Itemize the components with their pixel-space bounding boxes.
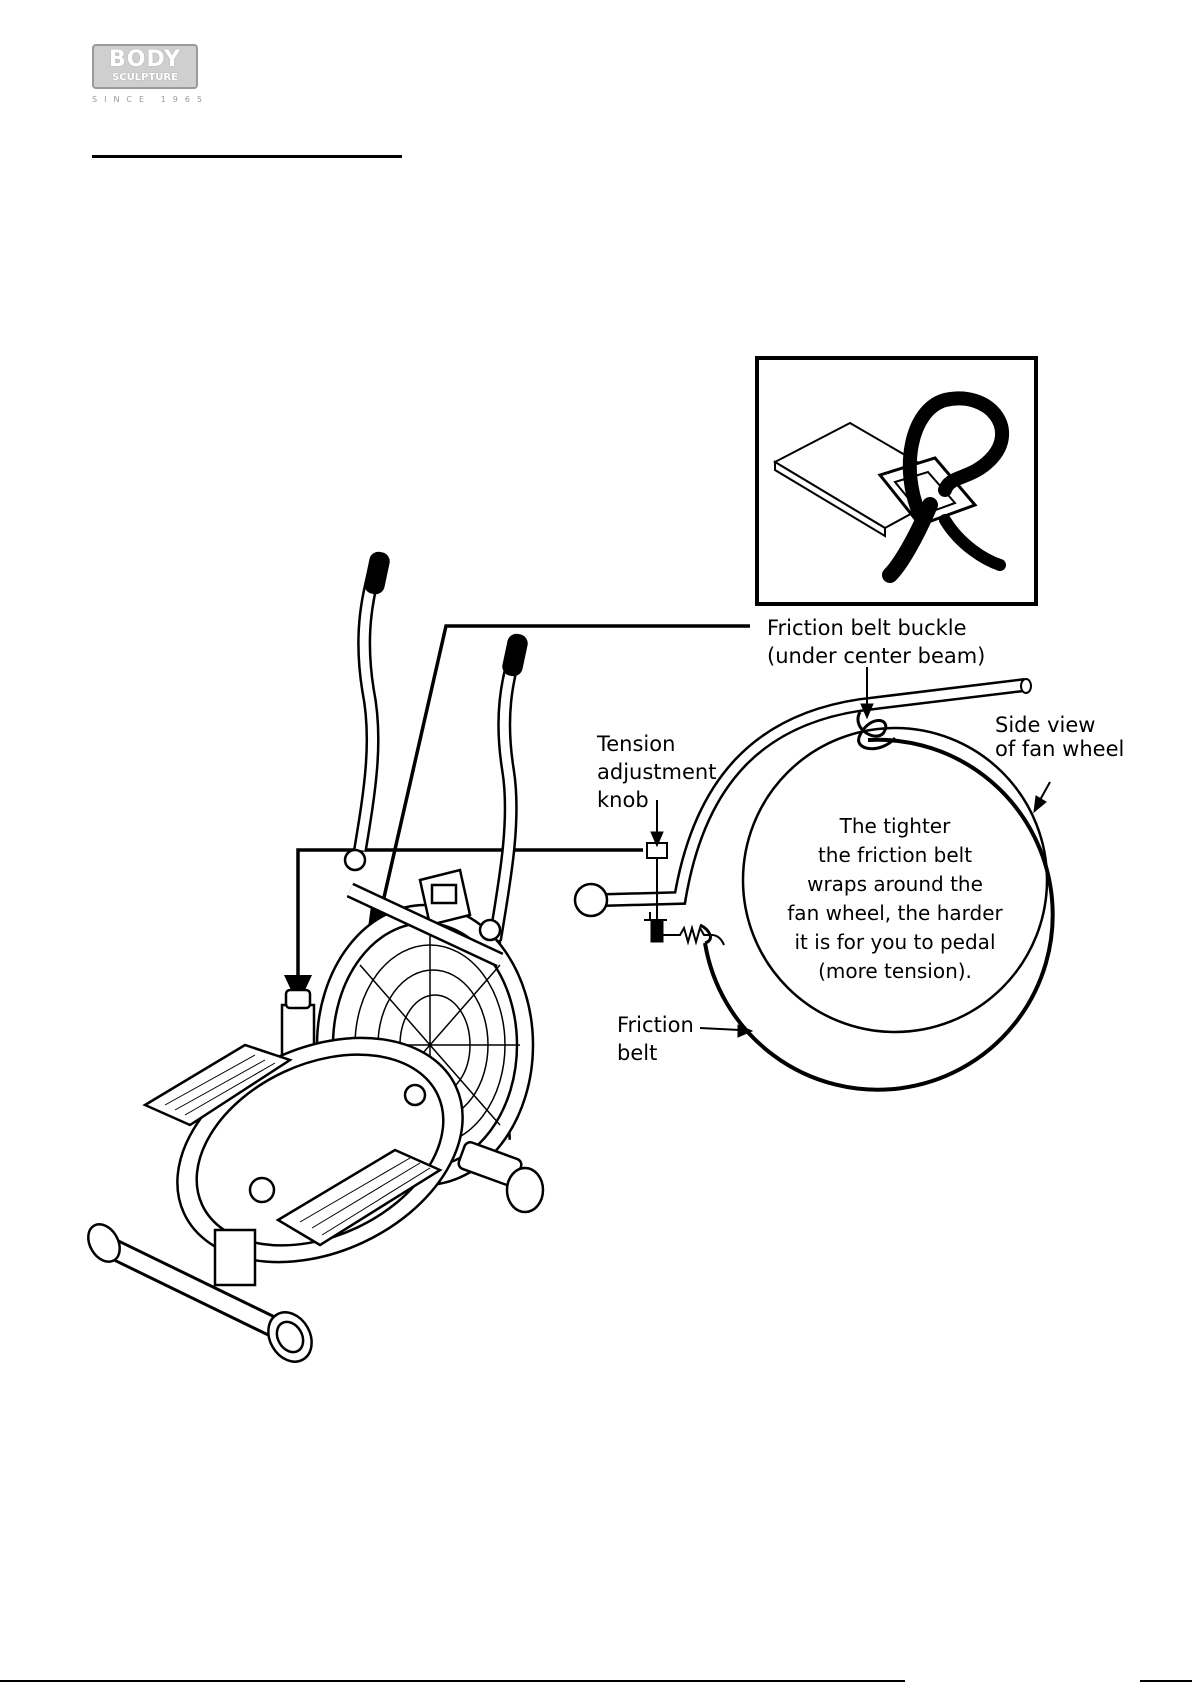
buckle-inset <box>757 358 1036 604</box>
buckle-label: Friction belt buckle <box>767 614 967 642</box>
description-line: the friction belt <box>745 841 1045 870</box>
tension-label-1: Tension <box>597 730 675 758</box>
description-line: wraps around the <box>745 870 1045 899</box>
description-line: The tighter <box>745 812 1045 841</box>
elliptical-machine <box>82 552 543 1370</box>
side-view-sublabel: of fan wheel <box>995 735 1124 763</box>
tension-label-3: knob <box>597 786 649 814</box>
tension-label-2: adjustment <box>597 758 716 786</box>
footer-rule-right <box>1140 1680 1192 1682</box>
friction-belt-label-1: Friction <box>617 1011 694 1039</box>
description-line: fan wheel, the harder <box>745 899 1045 928</box>
description-line: (more tension). <box>745 957 1045 986</box>
footer-rule <box>0 1680 905 1682</box>
tension-description: The tighter the friction belt wraps arou… <box>745 812 1045 986</box>
description-line: it is for you to pedal <box>745 928 1045 957</box>
friction-belt-label-2: belt <box>617 1039 657 1067</box>
buckle-sublabel: (under center beam) <box>767 642 985 670</box>
